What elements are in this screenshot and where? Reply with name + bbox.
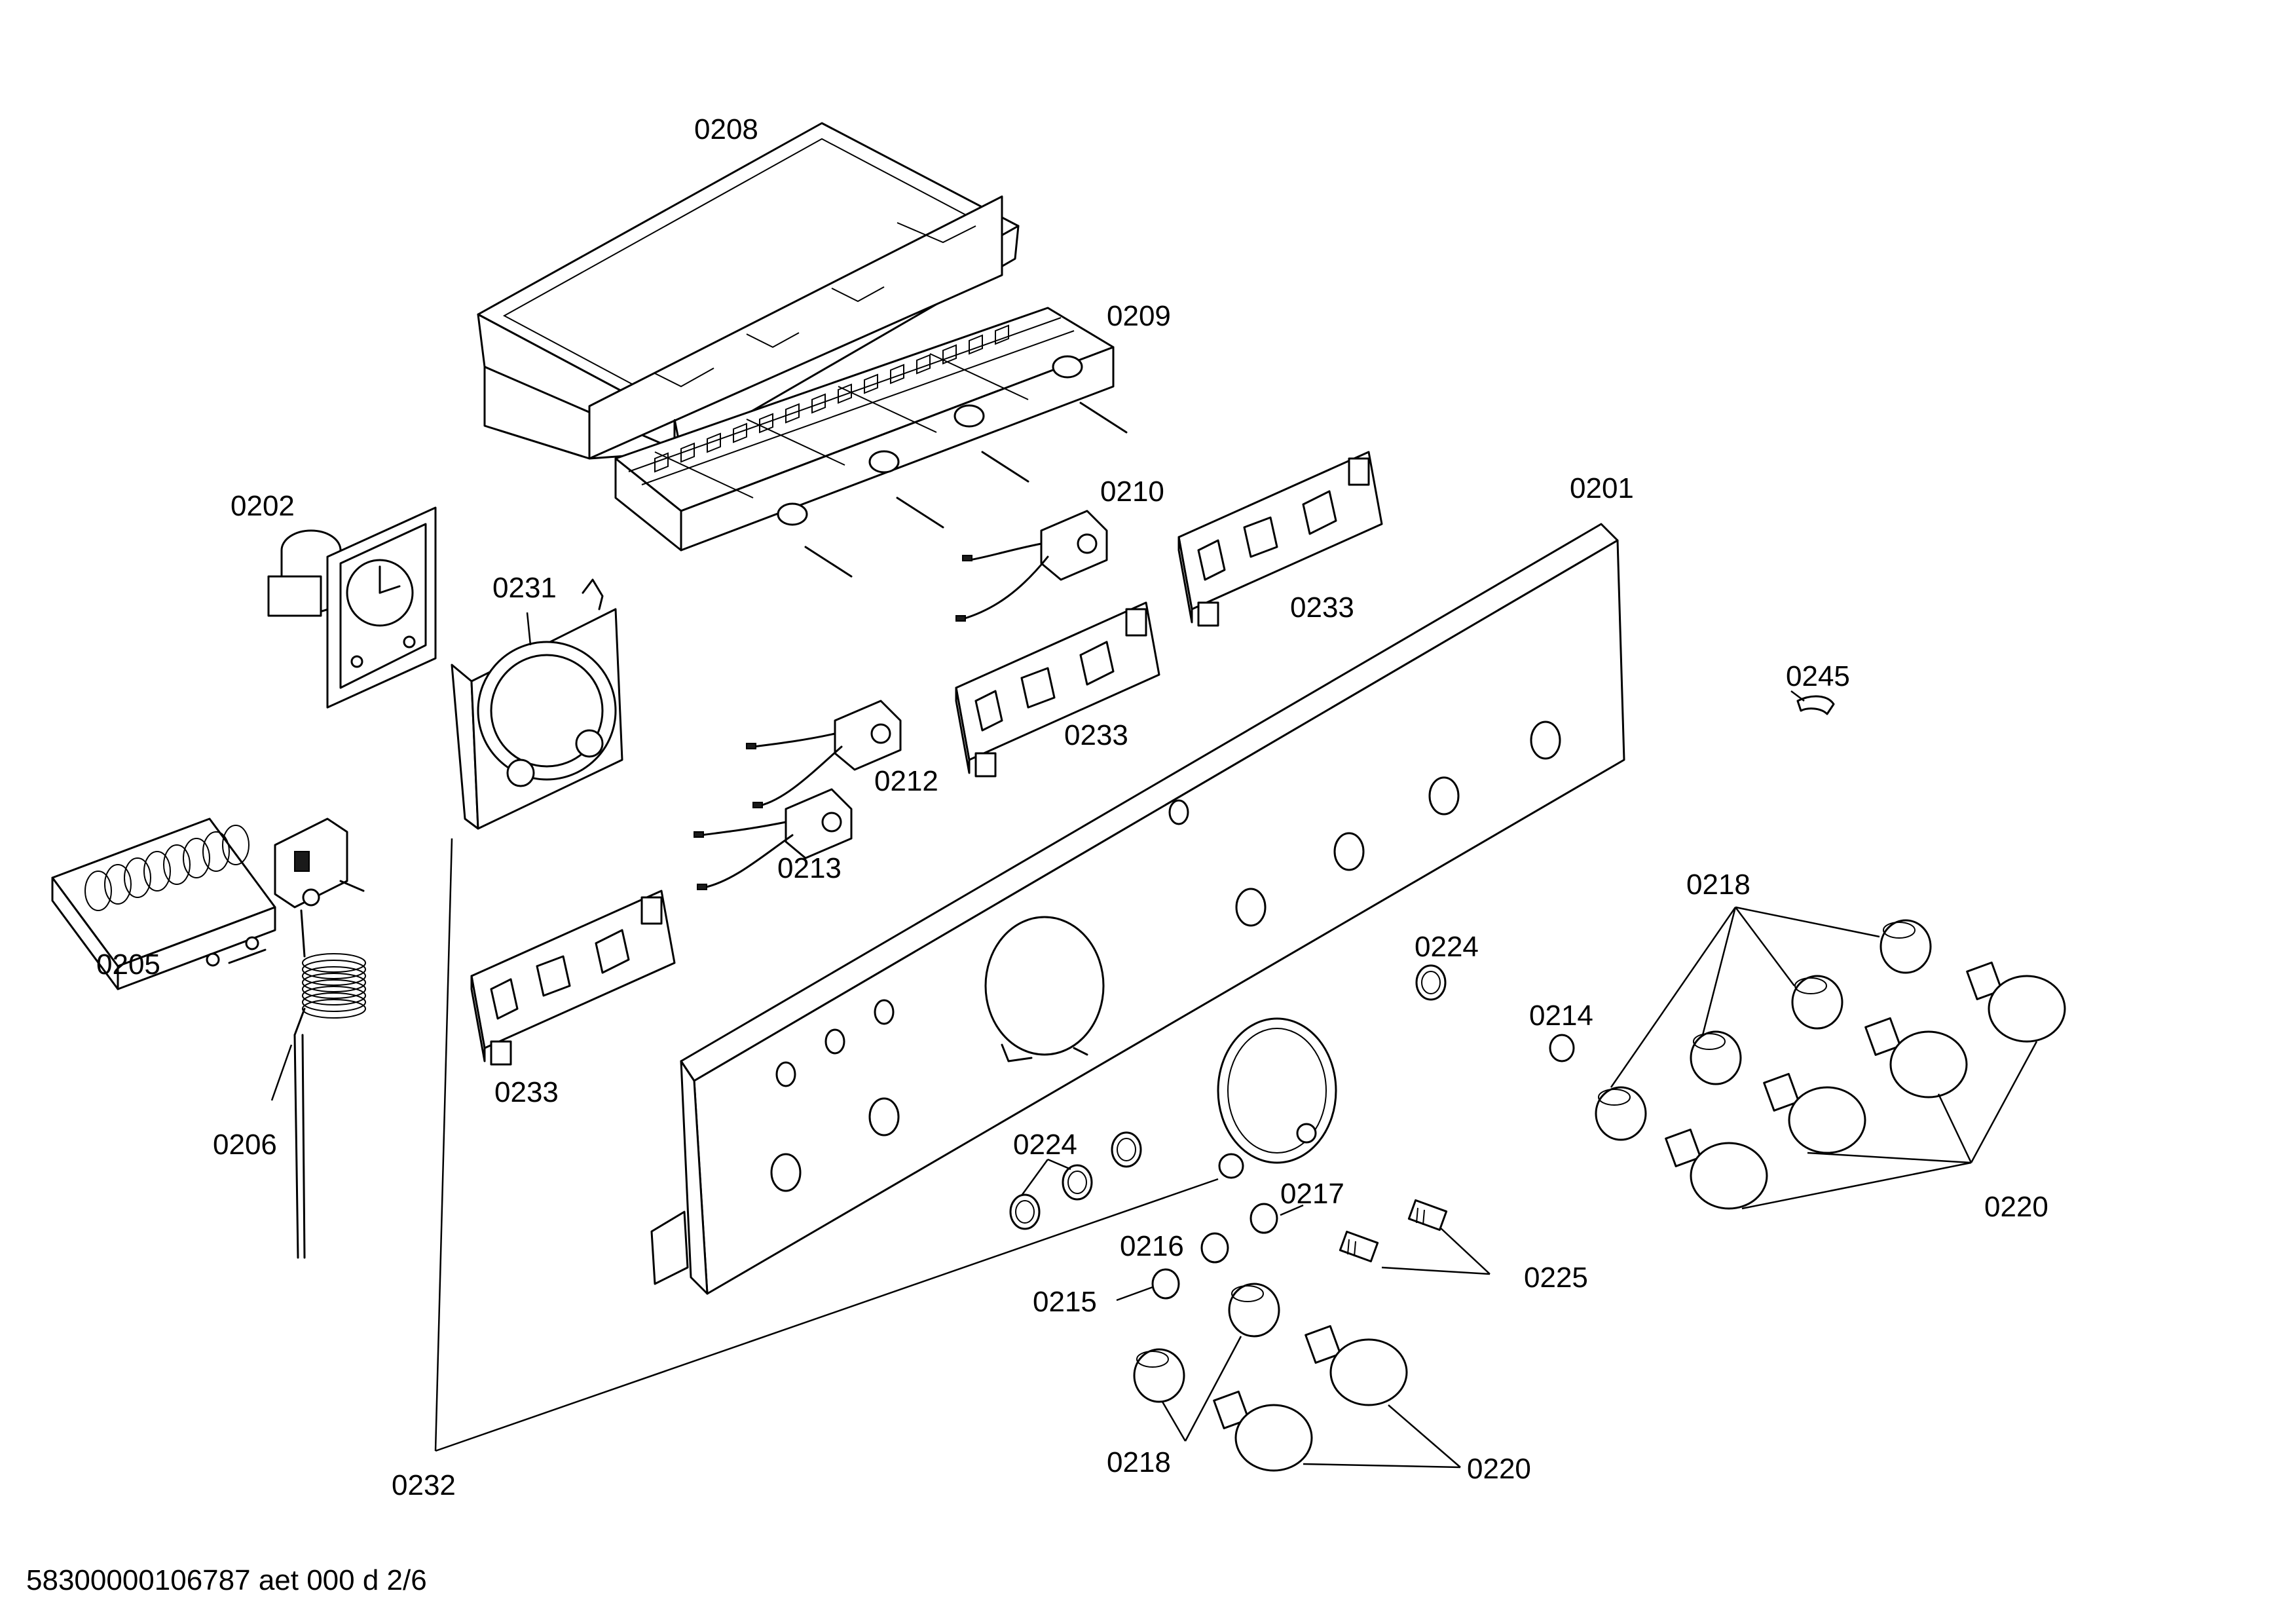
label-0210: 0210 <box>1100 476 1164 508</box>
label-0205: 0205 <box>96 948 160 981</box>
label-0220-b: 0220 <box>1467 1453 1531 1485</box>
label-0218-b: 0218 <box>1107 1446 1171 1478</box>
part-0233-bracket-c <box>470 890 676 1066</box>
knob-4 <box>1665 1128 1768 1210</box>
leader-lines <box>270 612 2038 1469</box>
part-0231-holder-ring <box>451 578 623 830</box>
cap-3 <box>1690 1030 1742 1085</box>
part-0220-knobs <box>1213 961 2066 1472</box>
part-0245-clip <box>1796 695 1835 715</box>
label-0218-a: 0218 <box>1686 869 1750 901</box>
label-0224-b: 0224 <box>1013 1129 1077 1161</box>
cap-1 <box>1879 919 1932 974</box>
panel-holes <box>770 721 1561 1192</box>
capillary-coil <box>302 953 366 1019</box>
label-0220-a: 0220 <box>1984 1191 2048 1223</box>
part-0233-bracket-a <box>1177 451 1383 627</box>
part-0212-switch <box>746 700 902 808</box>
footer-document-code: 58300000106787 aet 000 d 2/6 <box>26 1564 427 1596</box>
part-0201-control-panel <box>650 523 1625 1295</box>
label-0233-b: 0233 <box>1064 719 1128 751</box>
knob-1 <box>1966 961 2066 1043</box>
part-0202-clock-timer <box>267 506 437 709</box>
switch-contacts-row <box>654 324 1009 473</box>
label-0209: 0209 <box>1107 300 1171 332</box>
label-0202: 0202 <box>231 490 295 522</box>
label-0245: 0245 <box>1786 660 1850 692</box>
cap-2 <box>1791 975 1843 1030</box>
part-0213-switch <box>694 788 853 890</box>
label-0232: 0232 <box>392 1469 456 1501</box>
part-small-buttons <box>1151 1034 1575 1300</box>
cap-5 <box>1228 1283 1280 1338</box>
knob-5 <box>1305 1324 1408 1406</box>
cap-4 <box>1595 1086 1647 1141</box>
knob-3 <box>1763 1072 1866 1154</box>
label-0212: 0212 <box>874 765 938 797</box>
label-0233-a: 0233 <box>1290 591 1354 624</box>
label-0214: 0214 <box>1529 1000 1593 1032</box>
part-0233-bracket-b <box>955 601 1160 778</box>
part-0224-rings <box>1009 964 1447 1230</box>
cap-6 <box>1133 1348 1185 1403</box>
part-0209-switch-block <box>614 307 1128 578</box>
part-0208-housing <box>477 122 1020 460</box>
label-0201: 0201 <box>1570 472 1634 504</box>
label-0208: 0208 <box>694 113 758 145</box>
panel-ring-holder <box>1217 1017 1337 1179</box>
label-0215: 0215 <box>1033 1286 1097 1318</box>
switch-shafts <box>777 355 1128 578</box>
label-0213: 0213 <box>777 852 842 884</box>
part-0210-switch <box>955 510 1108 622</box>
part-0206-thermostat <box>274 817 366 1259</box>
label-0206: 0206 <box>213 1129 277 1161</box>
label-0233-c: 0233 <box>494 1076 559 1108</box>
part-0225-shafts <box>1339 1199 1448 1263</box>
part-0205-terminal-block <box>51 817 276 990</box>
label-0231: 0231 <box>492 572 557 604</box>
panel-display-window <box>984 916 1105 1062</box>
label-0224-a: 0224 <box>1415 931 1479 963</box>
label-0216: 0216 <box>1120 1230 1184 1262</box>
label-0225: 0225 <box>1524 1262 1588 1294</box>
part-0218-caps <box>1133 919 1932 1403</box>
label-0217: 0217 <box>1280 1178 1344 1210</box>
knob-6 <box>1213 1390 1313 1472</box>
part-labels: 0208 0209 0210 0201 0202 0231 0233 0233 … <box>96 113 2048 1501</box>
knob-2 <box>1864 1017 1968 1098</box>
